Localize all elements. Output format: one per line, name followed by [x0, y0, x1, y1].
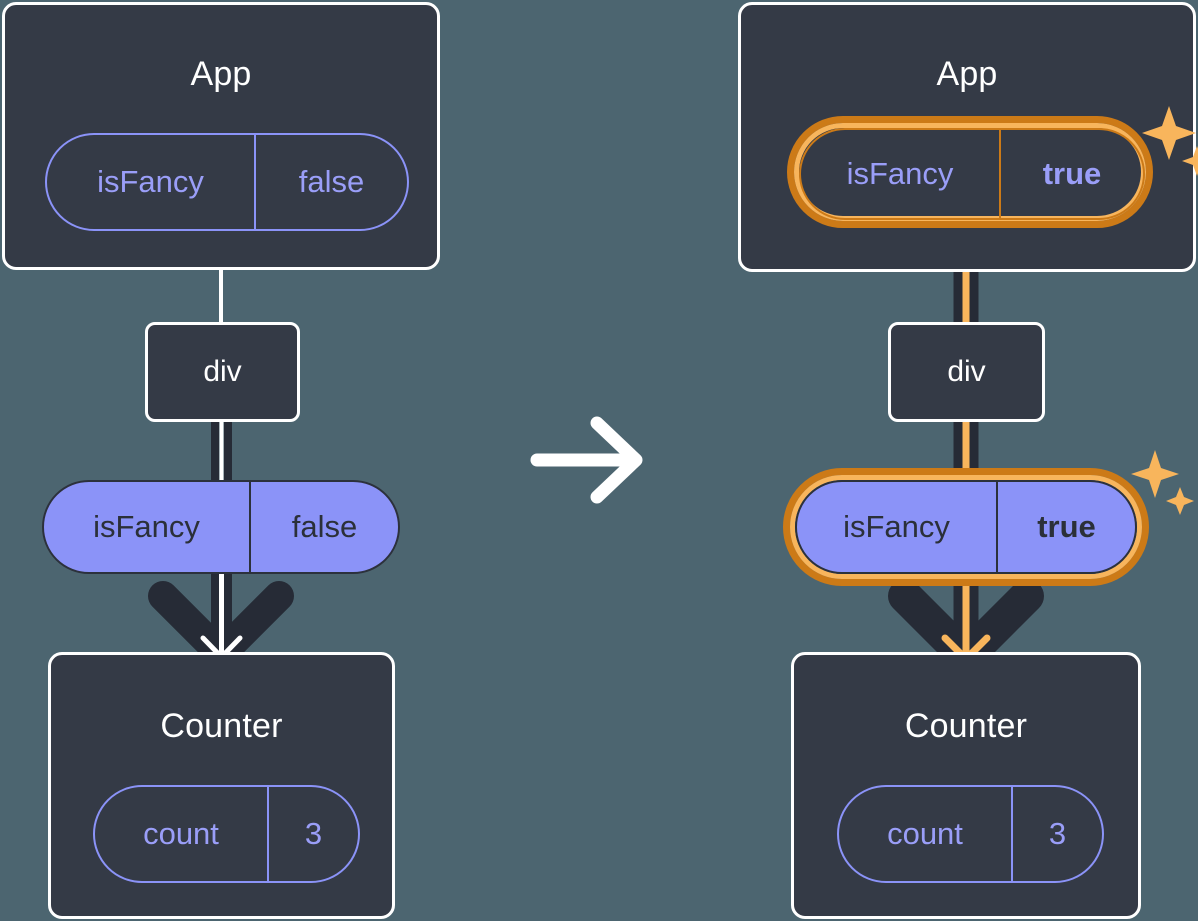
app-state-key-before: isFancy	[47, 135, 256, 229]
prop-value-before: false	[291, 509, 358, 544]
app-state-value-after: true	[1042, 156, 1102, 191]
prop-value-after: true	[1037, 509, 1096, 544]
prop-key-after: isFancy	[797, 482, 998, 572]
app-state-key-after: isFancy	[801, 130, 1001, 218]
app-state-pill-before: isFancy false	[45, 133, 409, 231]
counter-box-before: Counter count 3	[48, 652, 395, 919]
counter-box-after: Counter count 3	[791, 652, 1141, 919]
counter-state-pill-after: count 3	[837, 785, 1104, 883]
app-state-value-before: false	[298, 164, 365, 199]
div-box-label-before: div	[203, 355, 242, 388]
prop-pill-after: isFancy true	[795, 480, 1137, 574]
arrow-right-icon	[530, 416, 643, 504]
div-box-before: div	[145, 322, 300, 422]
prop-key-before: isFancy	[44, 482, 251, 572]
prop-pill-before: isFancy false	[42, 480, 400, 574]
counter-title-after: Counter	[904, 707, 1028, 745]
prop-highlight-ring-after	[783, 468, 1149, 586]
counter-state-pill-before: count 3	[93, 785, 360, 883]
counter-state-key-after: count	[839, 787, 1013, 881]
div-box-after: div	[888, 322, 1045, 422]
counter-title-before: Counter	[160, 707, 283, 745]
counter-state-key-before: count	[95, 787, 269, 881]
sparkles-icon-app	[1142, 106, 1198, 176]
counter-state-value-before: 3	[304, 816, 323, 851]
app-box-before: App isFancy false	[2, 2, 440, 270]
sparkles-icon-prop	[1131, 450, 1194, 515]
app-title-before: App	[190, 55, 252, 93]
app-box-after: App isFancy true	[738, 2, 1198, 272]
app-state-pill-after: isFancy true	[799, 128, 1145, 220]
div-box-label-after: div	[947, 355, 986, 388]
app-title-after: App	[936, 55, 998, 93]
counter-state-value-after: 3	[1048, 816, 1067, 851]
